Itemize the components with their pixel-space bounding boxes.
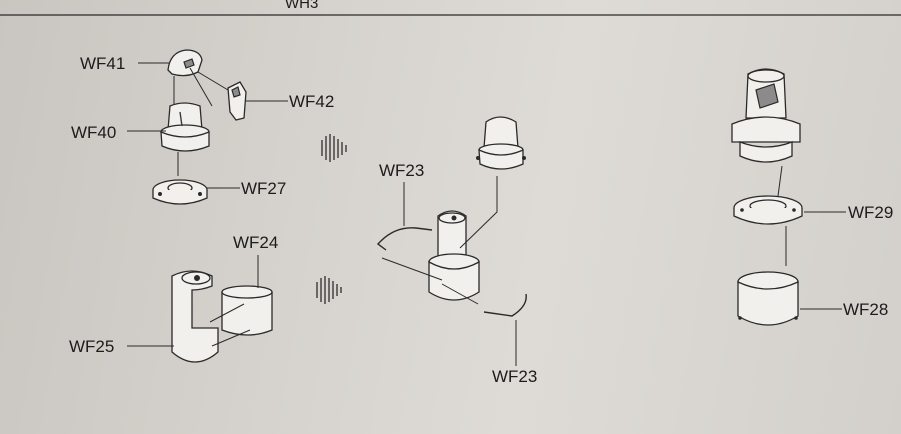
label-wf27: WF27 [241, 179, 286, 198]
label-wf41: WF41 [80, 54, 125, 73]
part-wf27 [152, 179, 208, 205]
part-wf28 [737, 271, 799, 326]
part-center-body [428, 210, 480, 301]
part-wf29 [733, 195, 803, 225]
part-right-head [731, 68, 801, 163]
part-wf40 [160, 102, 210, 152]
flow-arrow-upper [321, 134, 347, 162]
part-wf41 [167, 49, 203, 77]
part-wf25 [171, 270, 219, 363]
label-wf42: WF42 [289, 92, 334, 111]
sheet-title: WH3 [285, 0, 318, 12]
label-wf40: WF40 [71, 123, 116, 142]
part-wf42 [227, 81, 247, 121]
part-wf24 [209, 285, 273, 347]
flow-arrow-lower [316, 276, 342, 304]
label-wf24: WF24 [233, 233, 278, 252]
label-wf29: WF29 [848, 203, 893, 222]
label-wf25: WF25 [69, 337, 114, 356]
label-wf23-top: WF23 [379, 161, 424, 180]
label-wf28: WF28 [843, 300, 888, 319]
part-center-head [476, 116, 526, 170]
label-wf23-bottom: WF23 [492, 367, 537, 386]
